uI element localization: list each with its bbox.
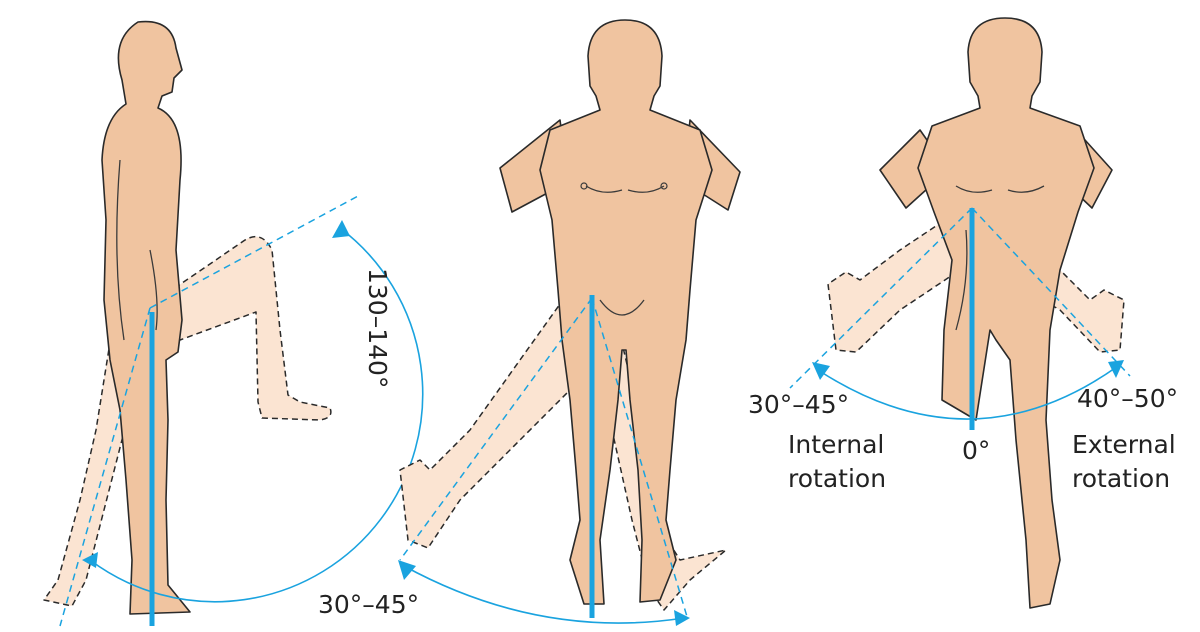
internal-rotation-ghost — [827, 209, 973, 353]
external-rotation-label-line2: rotation — [1072, 464, 1171, 493]
flexion-angle-label: 130–140° — [363, 268, 392, 389]
internal-rotation-label-line2: rotation — [788, 464, 887, 493]
side-body — [101, 20, 191, 615]
abduction-angle-label: 30°–45° — [318, 590, 420, 619]
internal-rotation-guide — [789, 207, 973, 389]
rotation-arc — [817, 365, 1119, 420]
abduction-guide-line — [399, 297, 593, 561]
front-body — [539, 19, 713, 605]
abduction-panel — [398, 19, 741, 626]
rotation-body — [917, 17, 1095, 609]
extended-leg-ghost — [43, 329, 141, 607]
rotation-panel — [789, 17, 1131, 609]
neutral-rotation-label: 0° — [962, 436, 991, 465]
external-rotation-angle-label: 40°–50° — [1077, 384, 1179, 413]
flexion-arc — [89, 227, 424, 603]
flexion-panel — [43, 20, 424, 627]
internal-rotation-label-line1: Internal — [788, 430, 885, 459]
flexed-leg-ghost — [149, 235, 332, 421]
adduction-guide-line — [591, 297, 689, 621]
external-rotation-label-line1: External — [1072, 430, 1176, 459]
internal-rotation-angle-label: 30°–45° — [748, 390, 850, 419]
external-rotation-guide — [971, 207, 1131, 377]
abduction-arc — [403, 565, 685, 624]
flexion-guide-line — [149, 194, 361, 309]
